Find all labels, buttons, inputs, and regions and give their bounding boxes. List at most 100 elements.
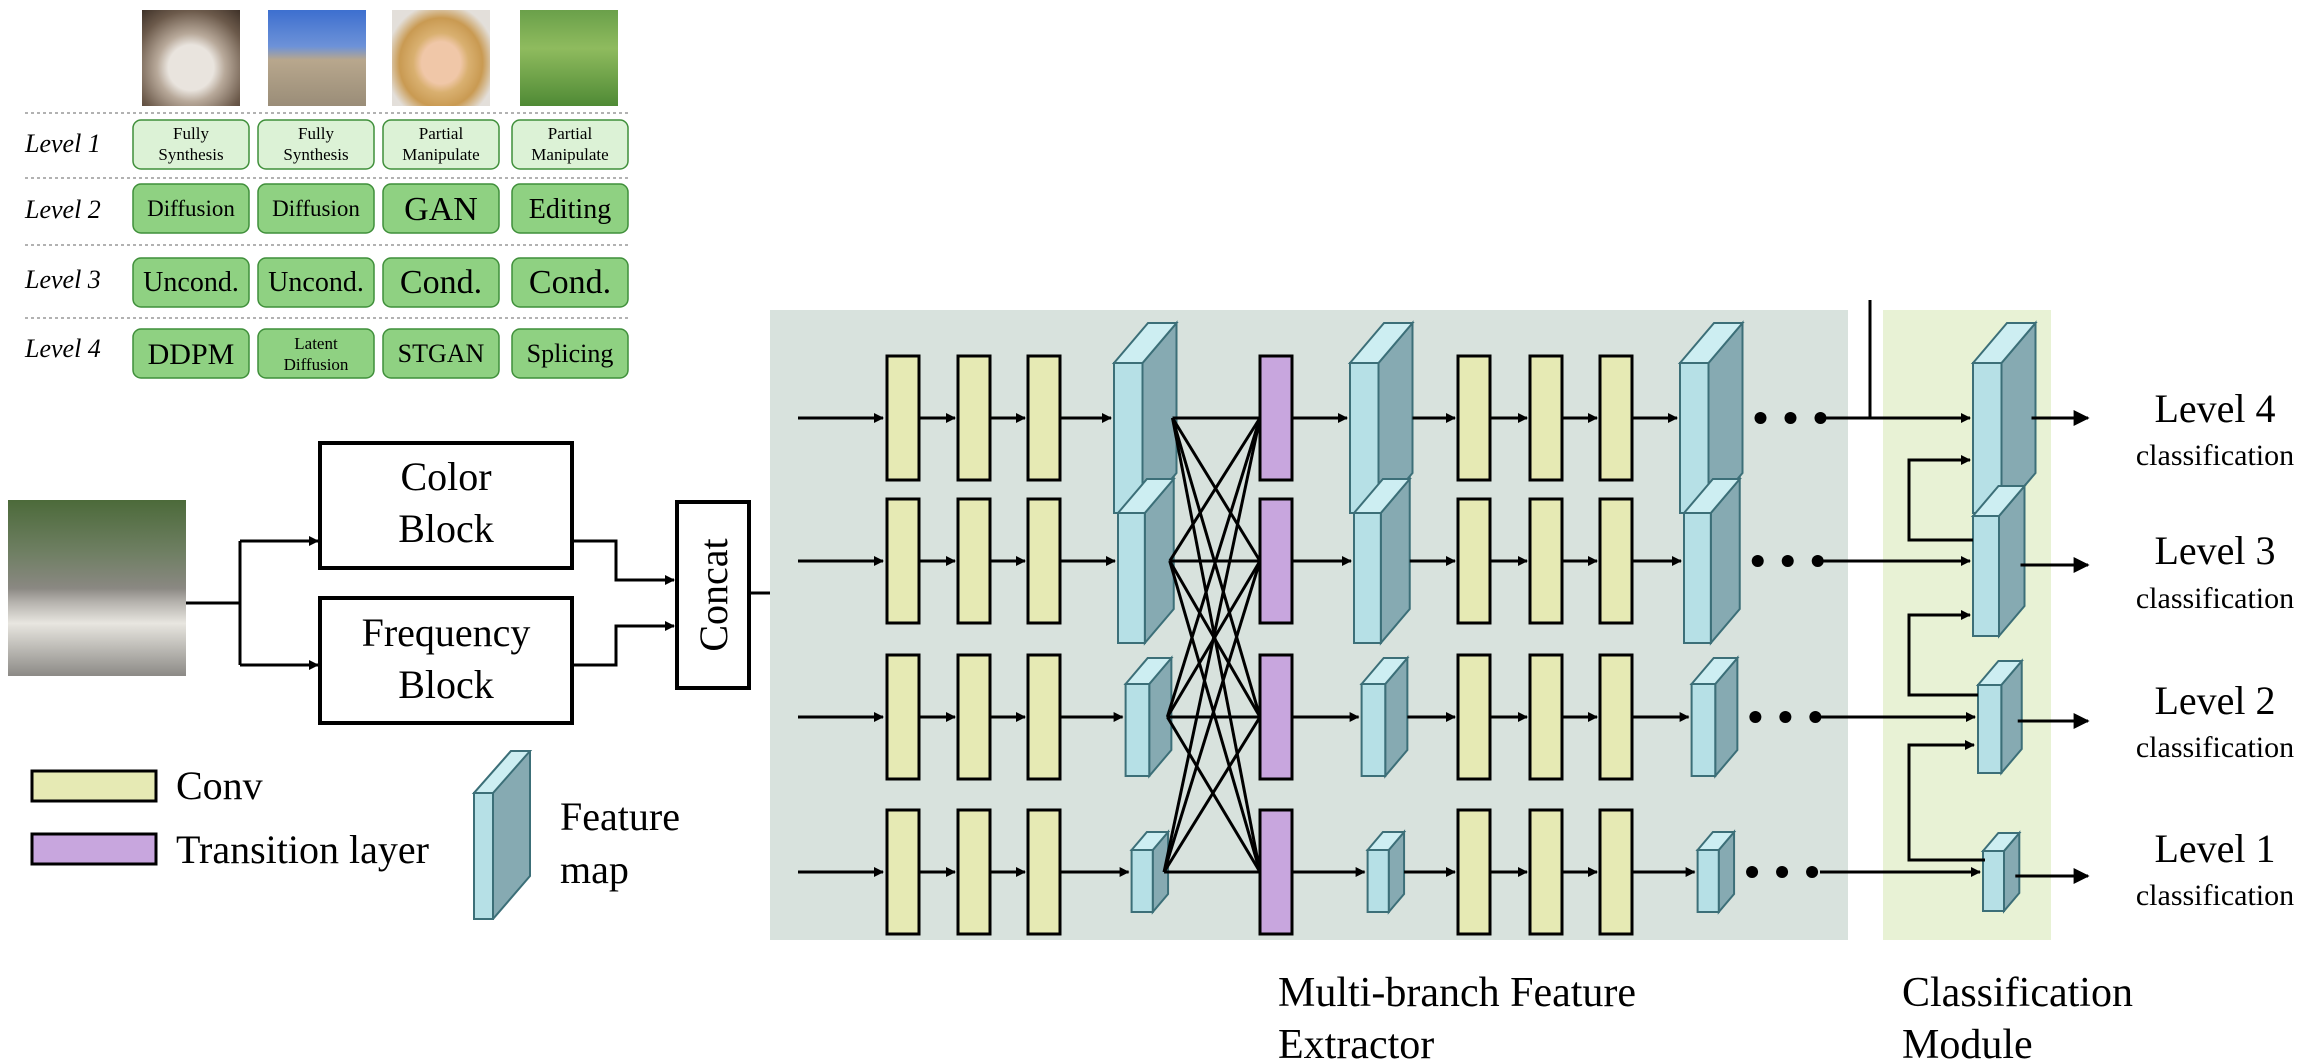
tag-text: Diffusion <box>272 196 360 221</box>
tag-text: Partial <box>548 124 593 143</box>
ellipsis-dot <box>1806 866 1819 878</box>
tag-text: Latent <box>294 334 338 353</box>
conv-layer <box>1026 497 1062 625</box>
input-image-rally-car <box>8 500 186 676</box>
transition-layer <box>1258 497 1294 625</box>
thumbnail-grass <box>520 10 618 106</box>
thumbnail-face <box>392 10 490 106</box>
tag-text: Synthesis <box>158 145 223 164</box>
tag-level2 <box>132 183 250 234</box>
tag-text: Uncond. <box>143 267 239 298</box>
hierarchical-feed-arrow <box>1907 610 1978 697</box>
feature-map-front <box>1366 849 1390 913</box>
conv-layer <box>1456 497 1492 625</box>
tag-text: DDPM <box>148 338 235 371</box>
feature-map-front <box>1977 684 2003 774</box>
hierarchical-feed-arrow <box>1907 455 1973 542</box>
conv-layer <box>885 653 921 781</box>
conv-layer <box>956 354 992 482</box>
tag-level1 <box>132 119 250 170</box>
tag-text: Manipulate <box>402 145 479 164</box>
tag-text: Diffusion <box>284 355 349 374</box>
transition-layer <box>1258 653 1294 781</box>
extractor-caption: Multi-branch Feature <box>1278 970 1636 1016</box>
extractor-caption: Extractor <box>1278 1022 1434 1061</box>
connection-line <box>1162 417 1262 873</box>
ellipsis-dot <box>1781 555 1794 567</box>
feature-map-front <box>1696 849 1720 913</box>
tag-text: Fully <box>298 124 334 143</box>
conv-layer <box>1528 497 1564 625</box>
conv-layer <box>1026 808 1062 936</box>
connection-line <box>1162 716 1262 873</box>
legend-transition-swatch <box>30 832 158 866</box>
tag-text: Partial <box>419 124 464 143</box>
color-block-label: Block <box>398 506 494 551</box>
tag-level4 <box>511 328 629 379</box>
frequency-block <box>318 596 574 725</box>
ellipsis-dot <box>1754 412 1767 424</box>
tag-level1 <box>511 119 629 170</box>
legend-conv-label: Conv <box>176 763 263 808</box>
transition-layer <box>1258 808 1294 936</box>
feature-extractor-layers <box>798 320 2090 936</box>
input-pipeline <box>186 410 800 872</box>
connection-line <box>1168 417 1262 562</box>
conv-layer <box>1026 653 1062 781</box>
tag-level4 <box>257 328 375 379</box>
legend-feature-map-label: Feature <box>560 794 680 839</box>
ellipsis-dot <box>1746 866 1759 878</box>
connection-line <box>1165 417 1262 718</box>
level-label-3: Level 3 <box>24 265 101 294</box>
level-label-2: Level 2 <box>24 195 101 224</box>
connection-line <box>1162 560 1262 873</box>
tag-level2 <box>257 183 375 234</box>
tag-text: Editing <box>529 194 611 225</box>
feature-map-front <box>1113 362 1144 514</box>
ellipsis-dot <box>1784 412 1797 424</box>
legend-feature-map-swatch <box>471 750 533 920</box>
conv-layer <box>1456 653 1492 781</box>
ellipsis-dot <box>1776 866 1789 878</box>
tag-text: Manipulate <box>531 145 608 164</box>
conv-layer <box>1598 497 1634 625</box>
conv-layer <box>1456 808 1492 936</box>
output-level-1-label: Level 1 <box>2154 826 2275 871</box>
feature-map-front <box>1353 512 1382 644</box>
tag-text: Splicing <box>527 339 614 368</box>
output-level-2-sub: classification <box>2136 731 2294 764</box>
output-level-1-sub: classification <box>2136 879 2294 912</box>
tag-level3 <box>511 257 629 308</box>
feature-map-front <box>1117 512 1146 644</box>
legend: Conv Transition layer Feature map <box>30 750 680 920</box>
conv-layer <box>1528 354 1564 482</box>
ellipsis-dot <box>1749 711 1762 723</box>
transition-layer <box>1258 354 1294 482</box>
concat-block <box>675 500 751 690</box>
feature-map-front <box>1130 849 1154 913</box>
tag-text: STGAN <box>398 339 485 368</box>
conv-layer <box>956 808 992 936</box>
concat-label: Concat <box>691 538 736 651</box>
thumbnail-church <box>268 10 366 106</box>
legend-feature-map-label: map <box>560 847 629 892</box>
tag-level2 <box>382 183 500 234</box>
output-level-3-label: Level 3 <box>2154 528 2275 573</box>
output-level-4-sub: classification <box>2136 439 2294 472</box>
ellipsis-dot <box>1751 555 1764 567</box>
conv-layer <box>1598 354 1634 482</box>
ellipsis-dot <box>1809 711 1822 723</box>
classifier-caption: Classification <box>1902 970 2133 1016</box>
frequency-block-label: Block <box>398 662 494 707</box>
feature-map-front <box>1683 512 1712 644</box>
tag-level4 <box>132 328 250 379</box>
conv-layer <box>885 354 921 482</box>
frequency-block-label: Frequency <box>362 610 531 655</box>
ellipsis-dot <box>1779 711 1792 723</box>
tag-level3 <box>132 257 250 308</box>
output-level-3-sub: classification <box>2136 582 2294 615</box>
ellipsis-dot <box>1811 555 1824 567</box>
conv-layer <box>956 497 992 625</box>
level-label-1: Level 1 <box>24 129 101 158</box>
